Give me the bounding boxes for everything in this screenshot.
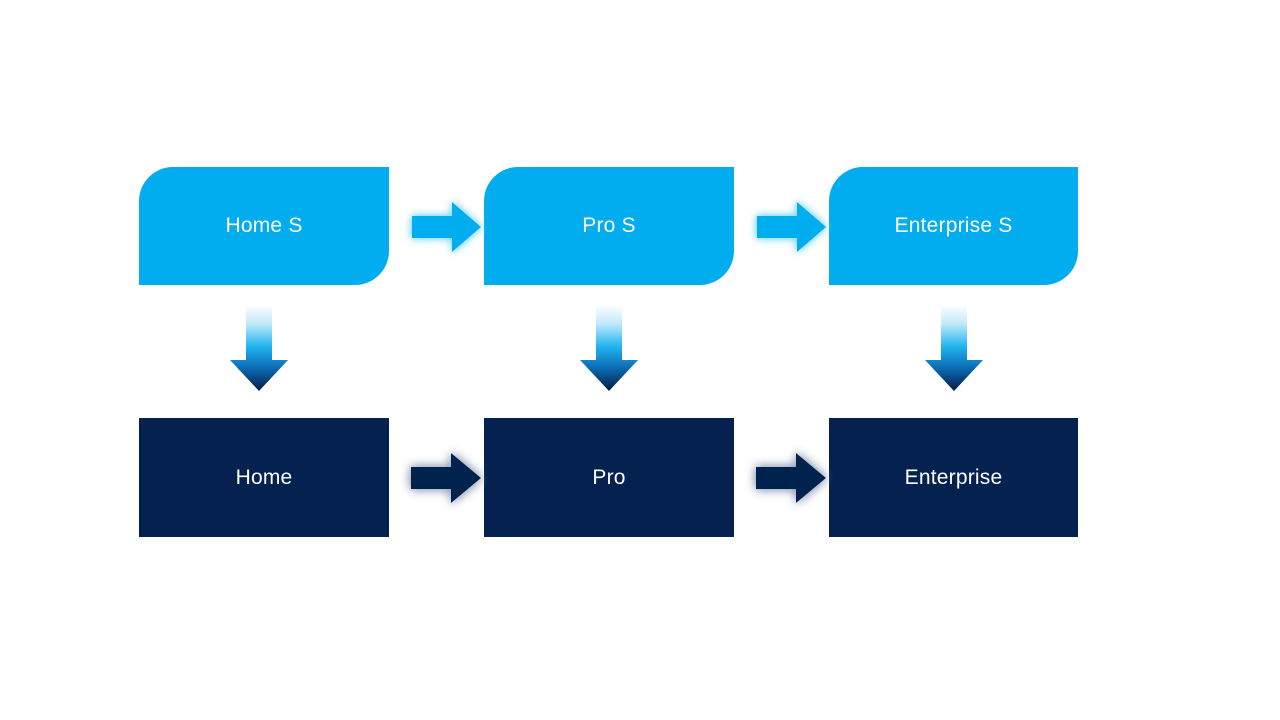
right-arrow-icon [412, 202, 481, 252]
right-arrow-icon [757, 202, 826, 252]
connector-pro-s-to-enterprise-s [750, 196, 832, 258]
node-label: Home [235, 465, 293, 489]
right-arrow-icon [756, 453, 826, 503]
node-label: Pro S [582, 214, 636, 238]
node-pro-s[interactable]: Pro S [484, 167, 734, 285]
down-arrow-icon [230, 305, 288, 391]
connector-home-s-to-pro-s [405, 196, 487, 258]
node-label: Pro [592, 465, 626, 489]
connector-home-to-pro [402, 447, 488, 509]
right-arrow-icon [411, 453, 481, 503]
down-arrow-icon [580, 305, 638, 391]
node-enterprise-s[interactable]: Enterprise S [829, 167, 1078, 285]
connector-pro-to-enterprise [747, 447, 833, 509]
node-label: Enterprise S [894, 214, 1013, 238]
down-arrow-icon [925, 305, 983, 391]
node-label: Enterprise [904, 465, 1003, 489]
node-home[interactable]: Home [139, 418, 389, 537]
connector-pro-s-to-pro [572, 303, 646, 395]
connector-enterprise-s-to-enterprise [917, 303, 991, 395]
node-label: Home S [225, 214, 303, 238]
node-enterprise[interactable]: Enterprise [829, 418, 1078, 537]
node-pro[interactable]: Pro [484, 418, 734, 537]
node-home-s[interactable]: Home S [139, 167, 389, 285]
connector-home-s-to-home [222, 303, 296, 395]
